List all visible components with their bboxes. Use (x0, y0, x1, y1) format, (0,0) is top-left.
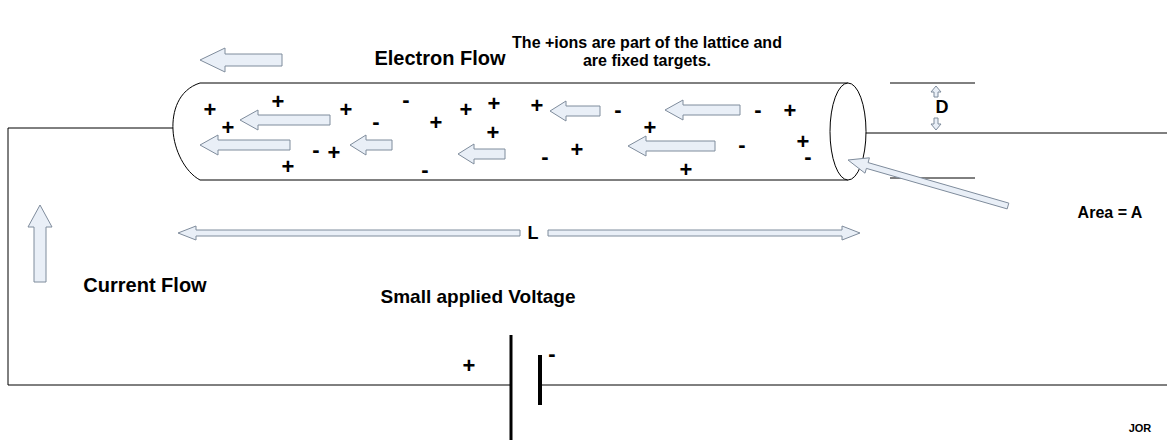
label: JOR (1129, 422, 1152, 435)
label: Area = A (1078, 204, 1143, 222)
hollow-arrow (548, 226, 860, 240)
hollow-arrow (550, 101, 600, 121)
charge-sign: + (531, 95, 544, 117)
charge-sign: + (487, 122, 500, 144)
charge-sign: - (754, 99, 761, 121)
conductor (173, 83, 848, 180)
battery-plate (510, 335, 513, 440)
charge-sign: + (571, 139, 584, 161)
charge-sign: - (402, 89, 409, 111)
charge-sign: + (204, 99, 217, 121)
charge-sign: + (272, 91, 285, 113)
charge-sign: + (680, 159, 693, 181)
label: Small applied Voltage (381, 286, 576, 308)
charge-sign: + (784, 100, 797, 122)
hollow-arrow (628, 136, 715, 156)
charge-sign: + (222, 117, 235, 139)
charge-sign: + (463, 355, 476, 377)
hollow-arrow (848, 158, 1009, 209)
label: D (936, 97, 949, 118)
wire (540, 385, 1167, 386)
charge-sign: + (488, 93, 501, 115)
hollow-arrow (200, 48, 282, 72)
hollow-arrow (178, 226, 520, 240)
charge-sign: + (328, 142, 341, 164)
label: The +ions are part of the lattice and ar… (502, 34, 792, 71)
dimension-line (890, 83, 975, 84)
hollow-arrow (240, 110, 330, 130)
charge-sign: + (460, 99, 473, 121)
hollow-arrow (931, 118, 941, 130)
hollow-arrow (458, 144, 505, 164)
charge-sign: - (312, 139, 319, 161)
wire (850, 133, 1167, 134)
charge-sign: + (644, 117, 657, 139)
hollow-arrow (350, 135, 392, 155)
label: Electron Flow (374, 47, 505, 70)
hollow-arrow (931, 86, 941, 97)
charge-sign: + (430, 112, 443, 134)
charge-sign: + (282, 156, 295, 178)
hollow-arrow (200, 135, 290, 155)
charge-sign: - (804, 146, 811, 168)
label: Current Flow (83, 274, 206, 297)
battery-plate (538, 355, 542, 405)
hollow-arrow (665, 100, 740, 120)
label: L (528, 223, 539, 244)
charge-sign: + (340, 99, 353, 121)
charge-sign: - (541, 146, 548, 168)
charge-sign: - (421, 159, 428, 181)
charge-sign: - (614, 99, 621, 121)
charge-sign: - (372, 111, 379, 133)
hollow-arrow (28, 205, 52, 282)
charge-sign: - (738, 134, 745, 156)
charge-sign: - (548, 343, 555, 365)
